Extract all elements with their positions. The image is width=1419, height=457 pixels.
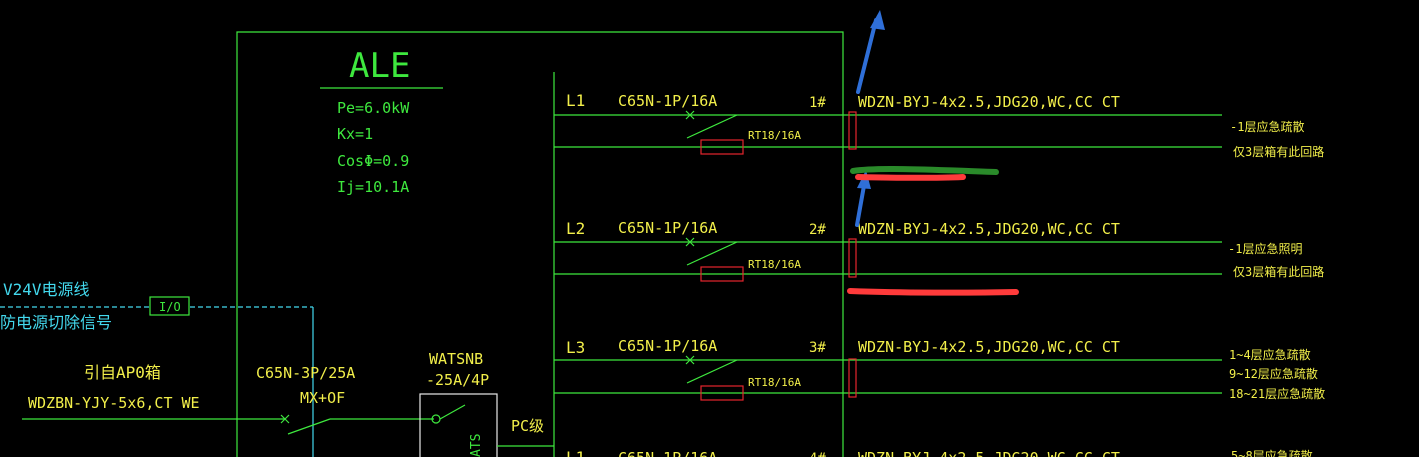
circuit-1-cable: WDZN-BYJ-4x2.5,JDG20,WC,CC CT [858, 93, 1120, 111]
circuit-2-terminal [848, 238, 857, 278]
main-breaker-acc: MX+OF [300, 389, 345, 407]
circuit-3-note-3: 18~21层应急疏散 [1229, 386, 1325, 401]
circuit-3-terminal [848, 358, 857, 398]
circuit-2-fuse [700, 266, 744, 282]
annotation-green-stroke [850, 166, 999, 175]
circuit-4-phase: L1 [566, 448, 585, 457]
circuit-1-note-1: -1层应急疏散 [1230, 119, 1304, 134]
panel-pe: Pe=6.0kW [337, 99, 410, 117]
circuit-2-note-1: -1层应急照明 [1228, 241, 1302, 256]
circuit-3-blade [686, 359, 738, 384]
circuit-4-note-1: 5~8层应急疏散 [1231, 448, 1313, 457]
circuit-4: L1 C65N-1P/16A 4# WDZN-BYJ-4x2.5,JDG20,W… [566, 448, 1313, 457]
circuit-1-phase: L1 [566, 91, 585, 110]
circuit-4-cable: WDZN-BYJ-4x2.5,JDG20,WC,CC CT [858, 449, 1120, 457]
circuit-3-cross [685, 355, 695, 365]
signal-cut-label: 防电源切除信号 [0, 313, 112, 332]
circuit-2-phase: L2 [566, 219, 585, 238]
circuit-3-fuse-label: RT18/16A [748, 376, 801, 389]
circuit-2-blade [686, 241, 738, 266]
panel-title: ALE [349, 46, 410, 86]
circuit-3-note-2: 9~12层应急疏散 [1229, 366, 1318, 381]
circuit-1-blade [686, 114, 738, 139]
circuit-3-note-1: 1~4层应急疏散 [1229, 347, 1311, 362]
main-breaker-blade [287, 418, 331, 435]
circuit-3-number: 3# [809, 340, 826, 356]
circuit-1-terminal [848, 111, 857, 150]
io-label: I/O [159, 300, 181, 314]
ats-text: ATS [469, 434, 484, 457]
ats-model-2: -25A/4P [426, 371, 489, 389]
panel-cos: CosΦ=0.9 [337, 152, 409, 170]
ats-model-1: WATSNB [429, 350, 483, 368]
ats-blade [439, 404, 466, 420]
circuit-3-breaker: C65N-1P/16A [618, 337, 717, 355]
circuit-2-cable: WDZN-BYJ-4x2.5,JDG20,WC,CC CT [858, 220, 1120, 238]
circuit-2-fuse-label: RT18/16A [748, 258, 801, 271]
circuit-2-number: 2# [809, 222, 826, 238]
circuit-3: L3 C65N-1P/16A 3# WDZN-BYJ-4x2.5,JDG20,W… [554, 337, 1325, 401]
source-cable: WDZBN-YJY-5x6,CT WE [28, 394, 200, 412]
io-box [149, 296, 190, 316]
circuit-2: L2 C65N-1P/16A 2# WDZN-BYJ-4x2.5,JDG20,W… [554, 219, 1324, 282]
annotation-red-stroke-2 [847, 288, 1019, 296]
circuit-1-number: 1# [809, 95, 826, 111]
circuit-4-breaker: C65N-1P/16A [618, 449, 717, 457]
ats-box [419, 393, 498, 457]
main-breaker-label: C65N-3P/25A [256, 364, 355, 382]
signal-power-label: V24V电源线 [3, 280, 90, 299]
circuit-2-breaker: C65N-1P/16A [618, 219, 717, 237]
circuit-1-fuse-label: RT18/16A [748, 129, 801, 142]
annotation-arrow-1 [856, 18, 878, 94]
panel-ij: Ij=10.1A [337, 178, 409, 196]
circuit-1-fuse [700, 139, 744, 155]
circuit-2-cross [685, 237, 695, 247]
main-breaker-cross [280, 414, 290, 424]
panel-border [236, 31, 844, 457]
circuit-1-breaker: C65N-1P/16A [618, 92, 717, 110]
circuit-3-phase: L3 [566, 338, 585, 357]
circuit-3-fuse [700, 385, 744, 401]
circuit-1-note-2: 仅3层箱有此回路 [1233, 144, 1324, 159]
circuit-2-note-2: 仅3层箱有此回路 [1233, 264, 1324, 279]
circuit-3-cable: WDZN-BYJ-4x2.5,JDG20,WC,CC CT [858, 338, 1120, 356]
source-label: 引自AP0箱 [84, 363, 161, 382]
panel-kx: Kx=1 [337, 125, 373, 143]
circuit-1: L1 C65N-1P/16A 1# WDZN-BYJ-4x2.5,JDG20,W… [554, 91, 1324, 159]
circuit-1-cross [685, 110, 695, 120]
annotation-arrowhead-1 [870, 10, 885, 30]
annotation-red-stroke-1 [855, 174, 966, 181]
pc-label: PC级 [511, 417, 544, 435]
circuit-4-number: 4# [809, 451, 826, 457]
